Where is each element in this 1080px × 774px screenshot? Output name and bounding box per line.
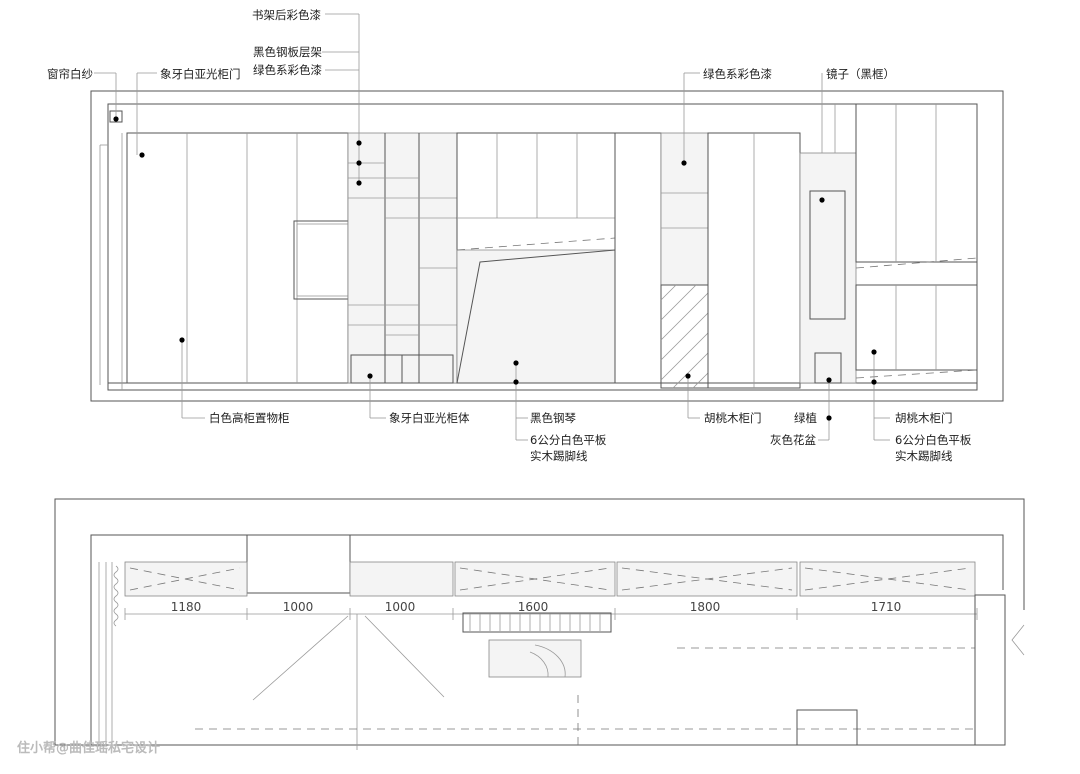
label-white-tall-cabinet: 白色高柜置物柜 (209, 411, 290, 425)
label-walnut-door-left: 胡桃木柜门 (704, 411, 762, 425)
elevation-drawing: 窗帘白纱 象牙白亚光柜门 书架后彩色漆 黑色钢板层架 绿色系彩色漆 绿色系彩色漆… (47, 8, 1004, 463)
mirror-wall (799, 104, 857, 384)
light-cone-left (252, 615, 349, 701)
label-baseboard-a-2: 实木踢脚线 (530, 449, 588, 463)
green-walnut-cabinet (660, 132, 801, 389)
label-green-paint-left: 绿色系彩色漆 (253, 63, 322, 77)
dimension-1: 1180 (171, 600, 202, 614)
label-baseboard-b-1: 6公分白色平板 (895, 433, 972, 447)
curtain-symbol (113, 565, 119, 627)
label-black-steel-shelf: 黑色钢板层架 (253, 45, 322, 59)
label-baseboard-b-2: 实木踢脚线 (895, 449, 953, 463)
label-mirror: 镜子（黑框） (826, 67, 895, 81)
leader-lines (94, 13, 890, 441)
label-shelf-back-paint: 书架后彩色漆 (252, 8, 321, 22)
label-walnut-door-right: 胡桃木柜门 (895, 411, 953, 425)
label-curtain: 窗帘白纱 (47, 67, 93, 81)
label-green-paint-right: 绿色系彩色漆 (703, 67, 772, 81)
label-green-plant: 绿植 (794, 411, 817, 425)
dimension-4: 1600 (518, 600, 549, 614)
label-black-piano: 黑色钢琴 (530, 411, 576, 425)
piano-wall (456, 132, 616, 384)
steel-shelf-unit (347, 132, 458, 384)
piano-bench (488, 639, 582, 678)
label-baseboard-a-1: 6公分白色平板 (530, 433, 607, 447)
leader-dots (113, 116, 877, 421)
column-plan (246, 534, 351, 594)
plant-pot (814, 352, 842, 384)
label-ivory-door: 象牙白亚光柜门 (160, 67, 241, 81)
column (614, 132, 662, 384)
watermark: 住小帮@曲佳瑶私宅设计 (17, 740, 160, 756)
label-ivory-cabinet-body: 象牙白亚光柜体 (389, 411, 470, 425)
cabinet-strip (124, 561, 976, 597)
right-walnut-cabinet (855, 103, 978, 379)
light-cone-right (364, 615, 445, 698)
white-tall-cabinet (126, 132, 349, 384)
plan-drawing: 1180 1000 1000 1600 1800 1710 (54, 498, 1025, 750)
mirror (809, 190, 846, 320)
dimension-6: 1710 (871, 600, 902, 614)
dimension-5: 1800 (690, 600, 721, 614)
label-grey-pot: 灰色花盆 (770, 433, 816, 447)
piano-keys (462, 612, 612, 633)
dimension-2: 1000 (283, 600, 314, 614)
elevation-outer-frame (90, 90, 1004, 402)
dimension-3: 1000 (385, 600, 416, 614)
